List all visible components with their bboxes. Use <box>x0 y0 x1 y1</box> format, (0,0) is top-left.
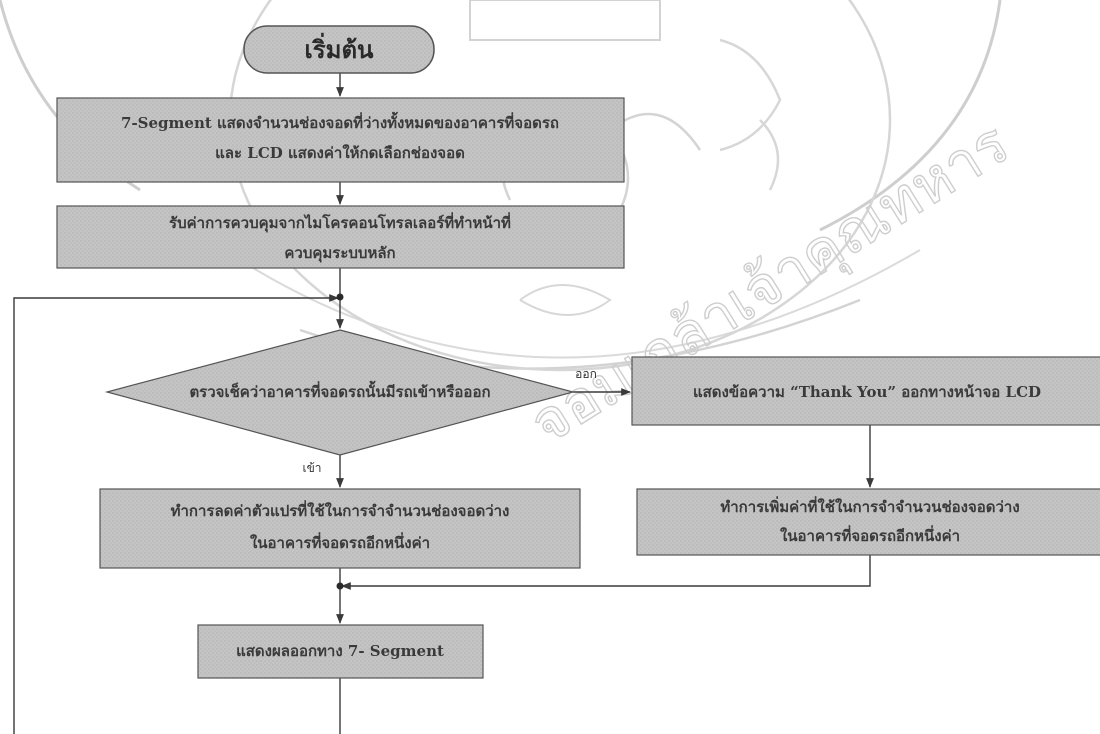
junction-dot-merge <box>336 582 344 590</box>
connector-increment-to-merge <box>341 555 871 590</box>
decision-diamond: ตรวจเช็คว่าอาคารที่จอดรถนั้นมีรถเข้าหรือ… <box>104 329 576 456</box>
connectors <box>13 73 874 734</box>
label-out: ออก <box>575 367 597 381</box>
increment-line1: ทำการเพิ่มค่าที่ใช้ในการจำจำนวนช่องจอดว่… <box>720 496 1019 516</box>
process-exit-message: แสดงข้อความ “Thank You” ออกทางหน้าจอ LCD <box>631 356 1100 426</box>
process-increment: ทำการเพิ่มค่าที่ใช้ในการจำจำนวนช่องจอดว่… <box>636 488 1100 556</box>
decrement-line2: ในอาคารที่จอดรถอีกหนึ่งค่า <box>250 532 430 552</box>
start-label: เริ่มต้น <box>305 32 375 64</box>
label-in: เข้า <box>302 461 321 475</box>
start-terminator: เริ่มต้น <box>243 25 435 74</box>
process-display: แสดงผลออกทาง 7- Segment <box>197 624 484 679</box>
display-label: แสดงผลออกทาง 7- Segment <box>236 642 444 660</box>
process-step1: 7-Segment แสดงจำนวนช่องจอดที่ว่างทั้งหมด… <box>56 97 625 183</box>
decrement-line1: ทำการลดค่าตัวแปรที่ใช้ในการจำจำนวนช่องจอ… <box>171 500 510 520</box>
step1-line2: และ LCD แสดงค่าให้กดเลือกช่องจอด <box>215 144 465 162</box>
step2-line1: รับค่าการควบคุมจากไมโครคอนโทรลเลอร์ที่ทำ… <box>169 212 511 233</box>
step1-line1: 7-Segment แสดงจำนวนช่องจอดที่ว่างทั้งหมด… <box>121 111 559 132</box>
junction-dot-top <box>336 293 344 301</box>
process-decrement: ทำการลดค่าตัวแปรที่ใช้ในการจำจำนวนช่องจอ… <box>99 488 581 569</box>
decision-label: ตรวจเช็คว่าอาคารที่จอดรถนั้นมีรถเข้าหรือ… <box>189 380 490 401</box>
process-step2: รับค่าการควบคุมจากไมโครคอนโทรลเลอร์ที่ทำ… <box>56 205 625 269</box>
connector-loop-return <box>13 294 339 734</box>
step2-line2: ควบคุมระบบหลัก <box>284 244 395 263</box>
increment-line2: ในอาคารที่จอดรถอีกหนึ่งค่า <box>780 525 960 545</box>
exit-message-label: แสดงข้อความ “Thank You” ออกทางหน้าจอ LCD <box>693 383 1041 401</box>
